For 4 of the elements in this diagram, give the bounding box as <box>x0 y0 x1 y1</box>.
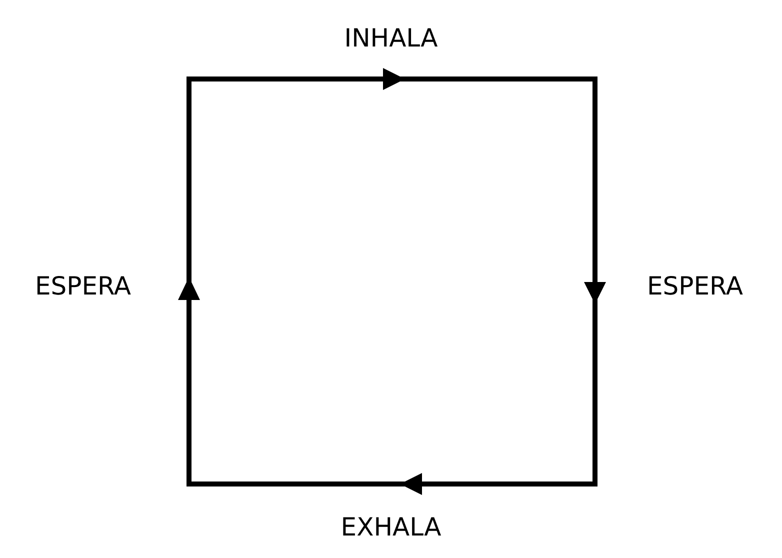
step-label: EXHALA <box>340 512 442 542</box>
step-label: INHALA <box>344 24 438 52</box>
step-label: ESPERA <box>35 272 131 300</box>
step-label: ESPERA <box>647 272 743 300</box>
